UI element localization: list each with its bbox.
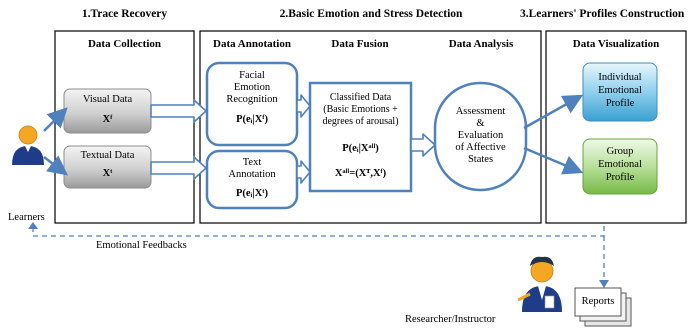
arrow-fusion-to-analysis [410, 133, 436, 157]
analysis-line2: & [476, 118, 485, 129]
analysis-line5: States [467, 154, 494, 165]
arrow-text-to-fusion [296, 160, 311, 184]
text-line2: Annotation [228, 169, 276, 180]
group-line1: Group [606, 146, 634, 157]
fusion-box [308, 81, 413, 193]
researcher-person-icon [517, 256, 562, 312]
phase-emotion-detection-title: 2.Basic Emotion and Stress Detection [279, 8, 463, 20]
data-analysis-heading: Data Analysis [448, 38, 514, 50]
analysis-box [433, 81, 528, 192]
learner-to-visual-line [43, 107, 68, 132]
text-annotation-box [205, 149, 299, 210]
analysis-to-individual-line [523, 94, 584, 130]
analysis-line3: Evaluation [457, 130, 504, 141]
fusion-formula1: P(eᵢ|Xᵃˡˡ) [342, 143, 379, 154]
reports-arrowhead [599, 280, 609, 288]
group-line3: Profile [605, 172, 635, 183]
phase-profiles-title: 3.Learners' Profiles Construction [520, 8, 685, 20]
emotion-detection-box [199, 30, 542, 224]
data-visualization-heading: Data Visualization [572, 38, 660, 50]
feedback-label: Emotional Feedbacks [96, 240, 187, 251]
group-line2: Emotional [598, 159, 642, 170]
arrow-textual-to-text [150, 156, 207, 180]
facial-line1: Facial [239, 70, 265, 81]
analysis-line1: Assessment [455, 106, 506, 117]
arrow-facial-to-fusion [296, 94, 311, 118]
learners-label: Learners [8, 212, 45, 223]
arrow-visual-to-facial [150, 99, 207, 123]
fusion-line3: degrees of arousal) [322, 116, 399, 127]
reports-label: Reports [581, 296, 615, 307]
analysis-line4: of Affective [455, 142, 506, 153]
individual-profile-box [582, 62, 658, 122]
individual-line1: Individual [598, 72, 642, 83]
facial-line3: Recognition [226, 94, 278, 105]
hollow-arrows [150, 94, 436, 184]
textual-data-label: Textual Data [80, 150, 135, 161]
fusion-formula2: Xᵃˡˡ=(Xᵀ,Xᶠ) [334, 168, 387, 179]
learner-to-textual-line [43, 155, 68, 176]
phase-trace-recovery-title: 1.Trace Recovery [81, 8, 168, 20]
data-collection-heading: Data Collection [87, 38, 161, 50]
researcher-label: Researcher/Instructor [405, 314, 496, 325]
text-line1: Text [242, 157, 262, 168]
visual-data-formula: Xᶠ [102, 114, 113, 125]
feedback-arrowhead [28, 222, 38, 229]
fusion-line2: (Basic Emotions + [323, 104, 398, 115]
feedback-dashed-line [32, 226, 605, 237]
profiles-construction-box [545, 30, 687, 224]
text-formula: P(eᵢ|Xᵗ) [235, 188, 269, 199]
individual-line3: Profile [605, 98, 635, 109]
facial-formula: P(eᵢ|Xᶠ) [236, 114, 268, 125]
data-annotation-heading: Data Annotation [213, 38, 291, 50]
analysis-to-group-line [523, 146, 584, 175]
data-fusion-heading: Data Fusion [331, 38, 389, 50]
textual-data-formula: Xᵗ [102, 168, 113, 179]
learner-person-icon [12, 125, 44, 165]
visual-data-label: Visual Data [82, 94, 133, 105]
facial-line2: Emotion [233, 82, 271, 93]
fusion-line1: Classified Data [329, 92, 392, 103]
reports-stack-icon [574, 287, 632, 327]
individual-line2: Emotional [598, 85, 642, 96]
